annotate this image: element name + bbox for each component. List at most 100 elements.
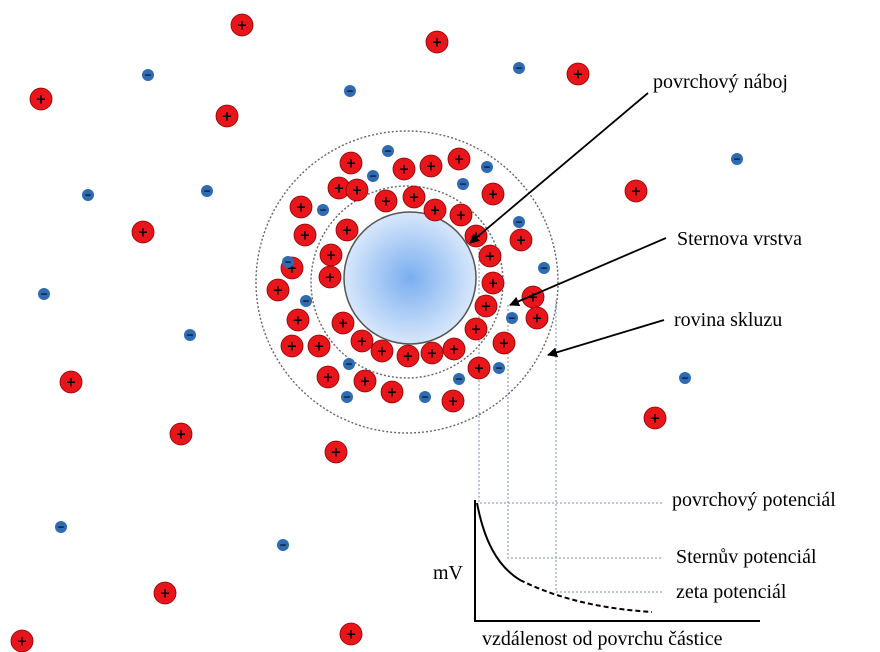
stern-potential-guide	[507, 305, 662, 559]
anion-ion: −	[82, 189, 94, 201]
x-axis-title: vzdálenost od povrchu částice	[482, 628, 723, 650]
svg-text:−: −	[346, 87, 354, 97]
svg-text:+: +	[387, 386, 398, 401]
svg-text:−: −	[681, 374, 689, 384]
cation-ion: +	[286, 308, 310, 332]
svg-text:+: +	[138, 226, 149, 241]
svg-text:−: −	[421, 393, 429, 403]
surface-potential-label: povrchový potenciál	[672, 489, 836, 511]
anion-ion: −	[457, 178, 469, 190]
svg-text:+: +	[573, 68, 584, 83]
cation-ion: +	[59, 370, 83, 394]
anion-ion: −	[679, 372, 691, 384]
y-axis-unit-label: mV	[433, 562, 463, 584]
cation-ion: +	[402, 185, 426, 209]
cation-ion: +	[467, 356, 491, 380]
svg-text:+: +	[346, 628, 357, 643]
potential-curve-solid	[476, 502, 521, 581]
svg-text:+: +	[528, 291, 539, 306]
cation-ion: +	[370, 339, 394, 363]
svg-text:−: −	[203, 187, 211, 197]
svg-text:−: −	[515, 218, 523, 228]
slip-plane-label: rovina skluzu	[674, 309, 783, 331]
svg-text:−: −	[57, 523, 65, 533]
svg-text:−: −	[186, 331, 194, 341]
stern-potential-label: Sternův potenciál	[676, 546, 817, 568]
svg-text:+: +	[357, 335, 368, 350]
svg-text:+: +	[499, 337, 510, 352]
cation-ion: +	[449, 203, 473, 227]
svg-text:+: +	[334, 182, 345, 197]
cation-ion: +	[318, 265, 342, 289]
svg-text:+: +	[488, 188, 499, 203]
svg-text:+: +	[448, 395, 459, 410]
svg-text:+: +	[296, 201, 307, 216]
anion-ion: −	[367, 170, 379, 182]
svg-text:+: +	[338, 317, 349, 332]
svg-text:+: +	[471, 323, 482, 338]
svg-text:+: +	[287, 340, 298, 355]
anion-ion: −	[506, 312, 518, 324]
zeta-potential-label: zeta potenciál	[676, 581, 787, 603]
svg-text:−: −	[540, 264, 548, 274]
svg-text:+: +	[352, 184, 363, 199]
cation-ion: +	[396, 344, 420, 368]
cation-ion: +	[521, 285, 545, 309]
svg-text:+: +	[176, 428, 187, 443]
svg-text:+: +	[326, 249, 337, 264]
cation-ion: +	[266, 278, 290, 302]
cation-ion: +	[335, 218, 359, 242]
guide-lines	[478, 248, 662, 593]
svg-text:+: +	[314, 340, 325, 355]
svg-text:−: −	[144, 71, 152, 81]
svg-text:+: +	[532, 312, 543, 327]
svg-text:+: +	[377, 345, 388, 360]
svg-text:+: +	[66, 376, 77, 391]
cation-ion: +	[169, 422, 193, 446]
anion-ion: −	[184, 329, 196, 341]
cation-ion: +	[293, 223, 317, 247]
anion-ion: −	[282, 256, 294, 268]
svg-text:+: +	[342, 224, 353, 239]
cation-ion: +	[447, 147, 471, 171]
anion-ion: −	[38, 288, 50, 300]
cation-ion: +	[643, 406, 667, 430]
cation-ion: +	[425, 30, 449, 54]
svg-text:+: +	[474, 362, 485, 377]
svg-text:+: +	[403, 350, 414, 365]
svg-text:+: +	[449, 343, 460, 358]
anion-ion: −	[419, 391, 431, 403]
svg-text:−: −	[459, 180, 467, 190]
stern-layer-label: Sternova vrstva	[677, 228, 802, 250]
svg-text:+: +	[427, 347, 438, 362]
cation-ion: +	[474, 294, 498, 318]
svg-text:+: +	[36, 93, 47, 108]
cation-ion: +	[478, 244, 502, 268]
svg-text:+: +	[325, 271, 336, 286]
svg-text:+: +	[631, 185, 642, 200]
svg-text:+: +	[293, 314, 304, 329]
svg-text:+: +	[237, 19, 248, 34]
svg-text:−: −	[495, 364, 503, 374]
stern-layer-arrow	[509, 237, 667, 307]
cation-ion: +	[316, 365, 340, 389]
anion-ion: −	[317, 204, 329, 216]
cation-ion: +	[307, 334, 331, 358]
anion-ion: −	[513, 62, 525, 74]
cation-ion: +	[131, 220, 155, 244]
svg-text:+: +	[409, 191, 420, 206]
svg-text:−: −	[284, 258, 292, 268]
svg-text:+: +	[360, 375, 371, 390]
cation-ion: +	[509, 228, 533, 252]
anion-ion: −	[343, 358, 355, 370]
svg-text:−: −	[302, 297, 310, 307]
cation-ion: +	[420, 341, 444, 365]
svg-text:+: +	[273, 284, 284, 299]
zeta-potential-guide	[555, 300, 662, 593]
svg-text:+: +	[346, 157, 357, 172]
svg-text:−: −	[343, 393, 351, 403]
svg-text:+: +	[430, 204, 441, 219]
anion-ion: −	[201, 185, 213, 197]
